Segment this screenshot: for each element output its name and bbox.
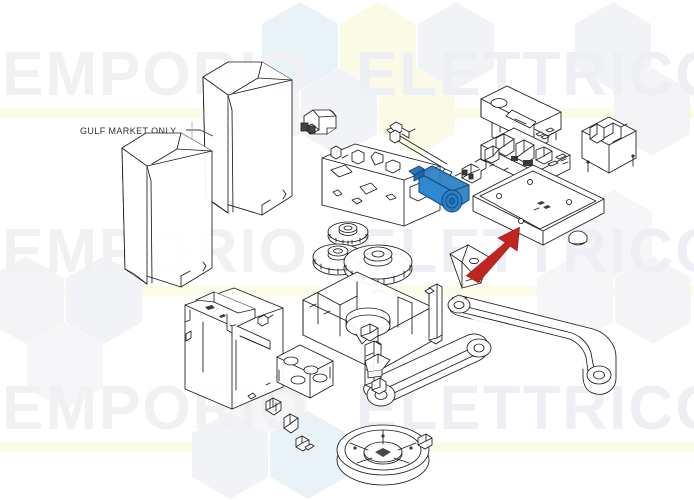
- part-motor-highlighted: [408, 165, 470, 213]
- part-gear-small-upper: [327, 221, 369, 251]
- part-tiny-fittings: [360, 323, 379, 342]
- part-board-cover: [480, 85, 562, 153]
- part-transformer: [581, 116, 637, 174]
- part-arm-long: [447, 294, 617, 395]
- part-small-wedges: [364, 353, 391, 395]
- part-base-plate: [472, 164, 605, 246]
- gulf-market-label: GULF MARKET ONLY: [80, 126, 177, 136]
- part-cover-standard: [121, 132, 213, 288]
- part-control-board: [480, 127, 571, 187]
- red-pointer-arrow: [466, 226, 520, 284]
- part-lower-case: [184, 287, 284, 410]
- part-gearbox-frame-upper: [321, 143, 441, 227]
- part-connector-block: [454, 158, 487, 184]
- leader-line: [186, 122, 214, 140]
- part-encoder: [300, 109, 337, 135]
- part-caps-screws: [265, 397, 315, 452]
- part-mount-bracket: [276, 344, 334, 399]
- part-release-shaft: [386, 121, 453, 178]
- part-key-bar: [424, 283, 443, 345]
- part-output-disc: [336, 424, 433, 486]
